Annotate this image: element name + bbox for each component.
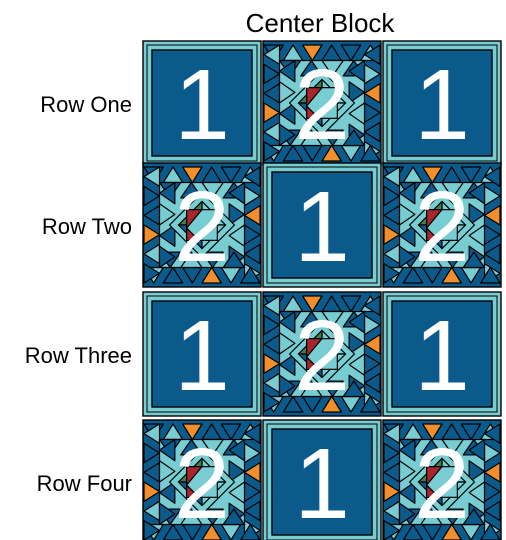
row-label: Row One — [40, 92, 132, 117]
center-block-title: Center Block — [246, 8, 396, 38]
block-type-1: 1 — [383, 292, 501, 416]
block-number-label: 2 — [294, 49, 350, 161]
block-number-label: 2 — [414, 428, 470, 540]
block-type-2: 2 — [263, 41, 381, 165]
block-type-2: 2 — [383, 420, 501, 540]
block-type-2: 2 — [143, 420, 261, 540]
block-number-label: 2 — [174, 428, 230, 540]
block-type-1: 1 — [143, 292, 261, 416]
block-type-1: 1 — [263, 163, 381, 287]
block-number-label: 2 — [294, 300, 350, 412]
block-type-2: 2 — [383, 163, 501, 287]
block-number-label: 1 — [414, 49, 470, 161]
row-label: Row Two — [42, 214, 132, 239]
block-type-1: 1 — [143, 41, 261, 165]
block-number-label: 1 — [414, 300, 470, 412]
block-number-label: 2 — [414, 171, 470, 283]
block-number-label: 2 — [174, 171, 230, 283]
row-label: Row Four — [37, 471, 132, 496]
block-type-2: 2 — [143, 163, 261, 287]
block-number-label: 1 — [174, 49, 230, 161]
block-type-1: 1 — [383, 41, 501, 165]
block-type-2: 2 — [263, 292, 381, 416]
block-type-1: 1 — [263, 420, 381, 540]
block-number-label: 1 — [294, 428, 350, 540]
row-label: Row Three — [25, 343, 132, 368]
block-number-label: 1 — [174, 300, 230, 412]
block-number-label: 1 — [294, 171, 350, 283]
